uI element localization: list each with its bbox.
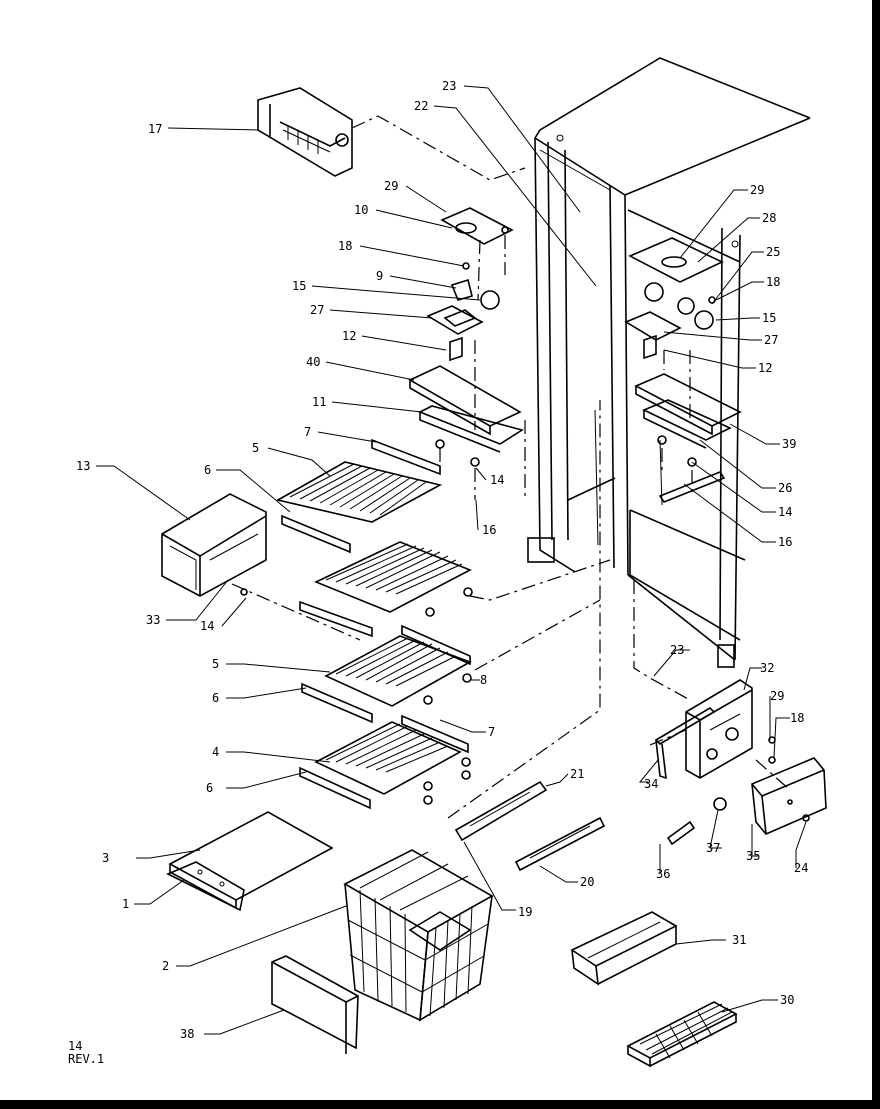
part-label-23-lower: 23 xyxy=(670,643,684,657)
part-label-4: 4 xyxy=(212,745,219,759)
part-label-2: 2 xyxy=(162,959,169,973)
part-label-9: 9 xyxy=(376,269,383,283)
cabinet xyxy=(527,57,811,668)
part-label-26: 26 xyxy=(778,481,792,495)
part-label-22: 22 xyxy=(414,99,428,113)
part-label-3: 3 xyxy=(102,851,109,865)
part-label-16-right: 16 xyxy=(778,535,792,549)
part-label-18-right: 18 xyxy=(766,275,780,289)
revision-label: REV.1 xyxy=(68,1052,105,1066)
part-label-32: 32 xyxy=(760,661,774,675)
part-label-5-lower: 5 xyxy=(212,657,219,671)
shelf-bin xyxy=(161,493,361,641)
crisper-cover xyxy=(166,811,334,912)
part-label-14-left: 14 xyxy=(490,473,504,487)
part-label-13: 13 xyxy=(76,459,90,473)
part-label-12-right: 12 xyxy=(758,361,772,375)
shelf-upper xyxy=(275,438,443,554)
part-label-28: 28 xyxy=(762,211,776,225)
part-labels: 17 29 10 18 9 15 27 12 40 11 7 5 13 6 14… xyxy=(76,79,808,1041)
part-label-15-left: 15 xyxy=(292,279,306,293)
part-label-33: 33 xyxy=(146,613,160,627)
part-label-20: 20 xyxy=(580,875,594,889)
dispenser-gasket xyxy=(649,706,716,780)
shelf-lower xyxy=(299,714,471,810)
part-label-10: 10 xyxy=(354,203,368,217)
fresh-food-shelf-supports xyxy=(633,373,742,701)
part-label-14-right: 14 xyxy=(778,505,792,519)
basket-front xyxy=(271,955,359,1054)
part-label-31: 31 xyxy=(732,933,746,947)
freezer-shelf-supports xyxy=(408,365,526,500)
dispenser-cover xyxy=(751,757,827,835)
part-label-35: 35 xyxy=(746,849,760,863)
part-label-29-left: 29 xyxy=(384,179,398,193)
part-label-30: 30 xyxy=(780,993,794,1007)
shelf-middle-upper xyxy=(299,541,611,638)
part-label-6-upper: 6 xyxy=(204,463,211,477)
page-number: 14 xyxy=(68,1039,83,1053)
part-label-14-bin: 14 xyxy=(200,619,214,633)
dispenser-small-parts xyxy=(666,736,810,846)
part-label-1: 1 xyxy=(122,897,129,911)
part-label-27-right: 27 xyxy=(764,333,778,347)
part-label-37: 37 xyxy=(706,841,720,855)
part-label-8: 8 xyxy=(480,673,487,687)
part-label-11: 11 xyxy=(312,395,326,409)
part-label-18-dispenser: 18 xyxy=(790,711,804,725)
part-label-7-lower: 7 xyxy=(488,725,495,739)
part-label-12-left: 12 xyxy=(342,329,356,343)
part-label-29-right: 29 xyxy=(750,183,764,197)
part-label-29-dispenser: 29 xyxy=(770,689,784,703)
leader-lines xyxy=(96,85,807,1035)
part-label-18-left: 18 xyxy=(338,239,352,253)
part-label-40: 40 xyxy=(306,355,320,369)
part-label-16-left: 16 xyxy=(482,523,496,537)
part-label-21: 21 xyxy=(570,767,584,781)
ice-maker xyxy=(257,87,526,181)
door-bin xyxy=(570,911,678,986)
part-label-7-upper: 7 xyxy=(304,425,311,439)
ice-tray xyxy=(626,1001,738,1068)
part-label-17: 17 xyxy=(148,122,162,136)
part-label-6-lower: 6 xyxy=(206,781,213,795)
shelf-middle-lower xyxy=(301,599,601,724)
part-label-5-upper: 5 xyxy=(252,441,259,455)
part-label-39: 39 xyxy=(782,437,796,451)
freezer-basket xyxy=(343,849,494,1022)
part-label-23-top: 23 xyxy=(442,79,456,93)
drawer-slides xyxy=(447,400,606,872)
freezer-light-assembly xyxy=(426,207,514,430)
part-label-38: 38 xyxy=(180,1027,194,1041)
part-label-34: 34 xyxy=(644,777,658,791)
part-label-6-mid: 6 xyxy=(212,691,219,705)
part-label-24: 24 xyxy=(794,861,808,875)
part-label-25: 25 xyxy=(766,245,780,259)
part-label-19: 19 xyxy=(518,905,532,919)
part-label-27-left: 27 xyxy=(310,303,324,317)
fresh-food-light-assembly xyxy=(624,237,724,420)
part-label-15-right: 15 xyxy=(762,311,776,325)
dispenser-housing xyxy=(685,679,753,779)
part-label-36: 36 xyxy=(656,867,670,881)
